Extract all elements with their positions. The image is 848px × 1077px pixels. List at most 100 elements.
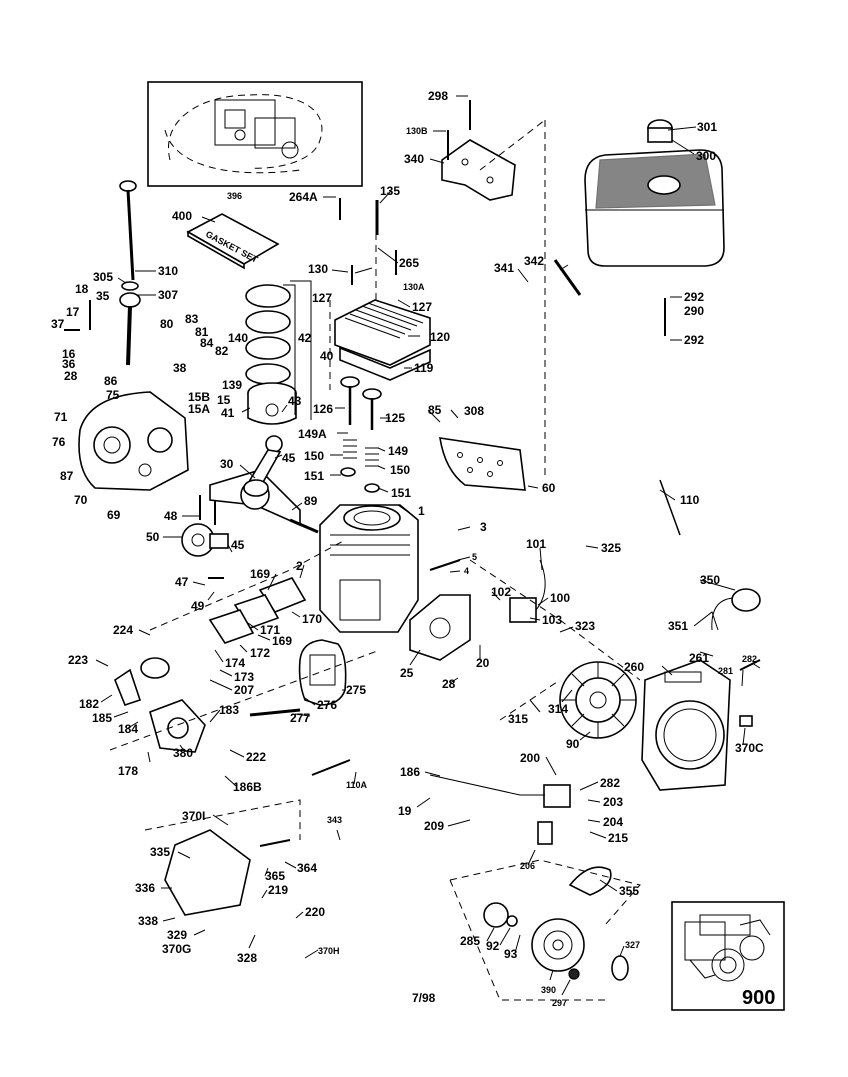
label-204: 204: [603, 815, 623, 829]
label-149A: 149A: [298, 427, 327, 441]
label-178: 178: [118, 764, 138, 778]
label-260: 260: [624, 660, 644, 674]
label-355: 355: [619, 884, 639, 898]
label-297: 297: [552, 998, 567, 1008]
fuel-tank-strap: [439, 437, 526, 491]
label-110A: 110A: [346, 780, 368, 790]
label-277: 277: [290, 711, 310, 725]
tank-bracket: [441, 139, 516, 201]
label-127-left: 127: [312, 291, 332, 305]
label-328: 328: [237, 951, 257, 965]
footer-date: 7/98: [412, 991, 436, 1005]
label-102: 102: [491, 585, 511, 599]
label-308: 308: [464, 404, 484, 418]
label-126: 126: [313, 402, 333, 416]
label-17: 17: [66, 305, 80, 319]
crankcase-cover: [78, 391, 189, 491]
inset-396-frame: [147, 81, 363, 187]
label-310: 310: [158, 264, 178, 278]
connecting-rod: [243, 435, 283, 497]
label-2: 2: [296, 559, 303, 573]
label-90: 90: [566, 737, 580, 751]
label-285: 285: [460, 934, 480, 948]
gasket-set-box: GASKET SET: [186, 213, 280, 270]
label-203: 203: [603, 795, 623, 809]
label-15A: 15A: [188, 402, 210, 416]
label-173: 173: [234, 670, 254, 684]
label-265: 265: [399, 256, 419, 270]
label-45-upper: 45: [282, 451, 296, 465]
cylinder-head: [334, 299, 431, 381]
recoil-starter: [483, 902, 629, 981]
label-41: 41: [221, 406, 235, 420]
label-19: 19: [398, 804, 412, 818]
label-135: 135: [380, 184, 400, 198]
label-93: 93: [504, 947, 518, 961]
label-298: 298: [428, 89, 448, 103]
governor-control: [429, 774, 571, 845]
label-139: 139: [222, 378, 242, 392]
label-3: 3: [480, 520, 487, 534]
label-275: 275: [346, 683, 366, 697]
label-370I: 370I: [182, 809, 205, 823]
label-207: 207: [234, 683, 254, 697]
label-370C: 370C: [735, 741, 764, 755]
label-315: 315: [508, 712, 528, 726]
label-364: 364: [297, 861, 317, 875]
label-101: 101: [526, 537, 546, 551]
label-83: 83: [185, 312, 199, 326]
label-38: 38: [173, 361, 187, 375]
label-281: 281: [718, 666, 733, 676]
label-400: 400: [172, 209, 192, 223]
label-300: 300: [696, 149, 716, 163]
label-301: 301: [697, 120, 717, 134]
label-151-right: 151: [391, 486, 411, 500]
label-15B: 15B: [188, 390, 210, 404]
label-81: 81: [195, 325, 209, 339]
label-900: 900: [742, 987, 775, 1009]
label-390: 390: [541, 985, 556, 995]
label-292-lower: 292: [684, 333, 704, 347]
label-151-left: 151: [304, 469, 324, 483]
label-28-lower: 28: [442, 677, 456, 691]
muffler: [298, 639, 347, 706]
label-307: 307: [158, 288, 178, 302]
label-209: 209: [424, 819, 444, 833]
label-110: 110: [680, 493, 700, 507]
label-75: 75: [106, 388, 120, 402]
breather-assembly: [208, 577, 307, 644]
label-37: 37: [51, 317, 65, 331]
label-36: 36: [62, 357, 76, 371]
label-87: 87: [60, 469, 74, 483]
label-82: 82: [215, 344, 229, 358]
label-28-upper: 28: [64, 369, 78, 383]
label-186B: 186B: [233, 780, 262, 794]
label-370H: 370H: [318, 946, 340, 956]
label-365: 365: [265, 869, 285, 883]
carburetor: [114, 657, 206, 753]
label-370G: 370G: [162, 942, 191, 956]
assembly-guide-lines: [109, 119, 641, 1001]
label-100: 100: [550, 591, 570, 605]
label-130A: 130A: [403, 282, 425, 292]
label-130B: 130B: [406, 126, 428, 136]
label-119: 119: [414, 361, 434, 375]
label-45-lower: 45: [231, 538, 245, 552]
inset-900-frame: [671, 901, 785, 1011]
dipstick: [119, 180, 141, 366]
label-282-upper: 282: [742, 654, 757, 664]
label-282-lower: 282: [600, 776, 620, 790]
label-340: 340: [404, 152, 424, 166]
label-171: 171: [260, 623, 280, 637]
timing-gear: [181, 523, 229, 557]
label-5: 5: [472, 552, 477, 562]
label-222: 222: [246, 750, 266, 764]
label-314: 314: [548, 702, 568, 716]
engine-block: [319, 504, 419, 633]
fuel-tank: [584, 119, 725, 267]
piston-rings: [245, 284, 291, 385]
label-350: 350: [700, 573, 720, 587]
label-169-upper: 169: [250, 567, 270, 581]
label-182: 182: [79, 697, 99, 711]
label-130: 130: [308, 262, 328, 276]
